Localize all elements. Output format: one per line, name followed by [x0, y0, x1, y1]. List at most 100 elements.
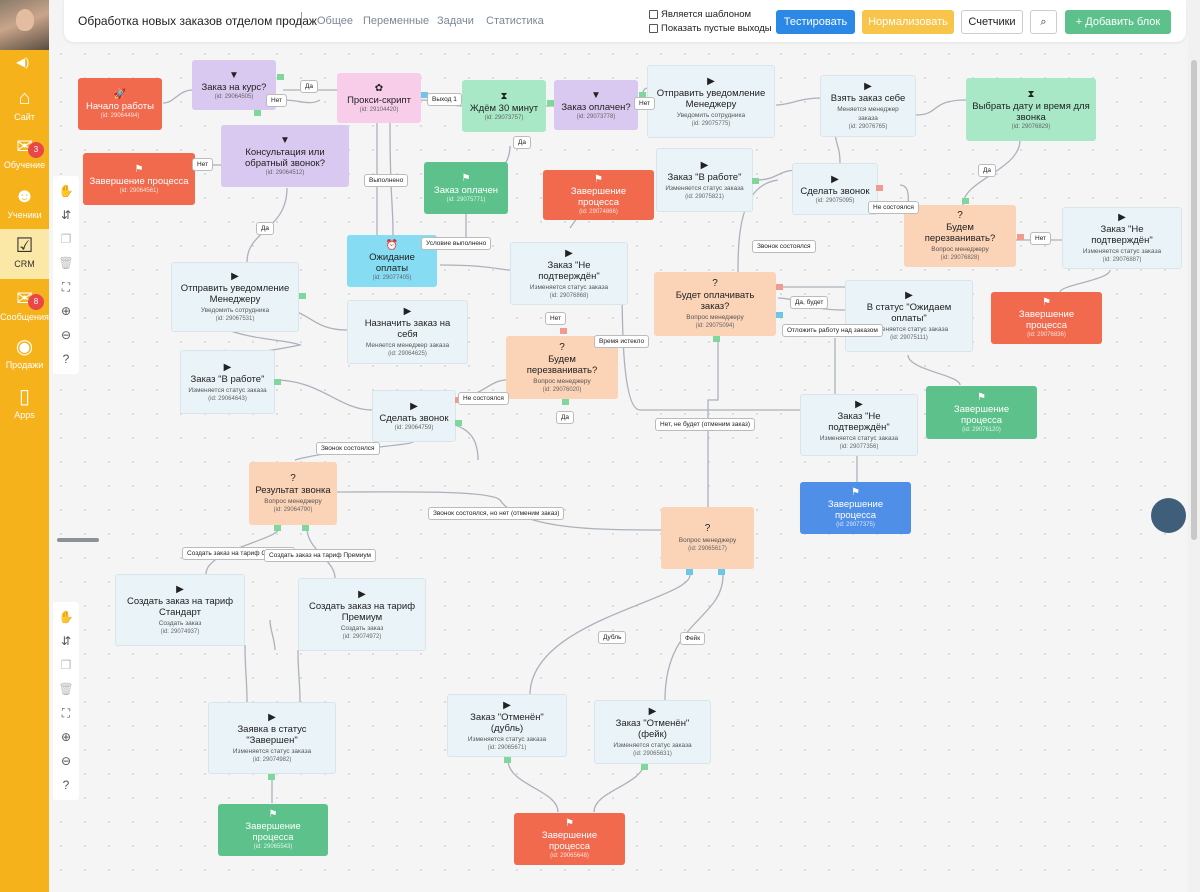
horizontal-scrollbar[interactable] [57, 538, 99, 542]
flow-node[interactable]: ? Результат звонка Вопрос менеджеру (id:… [249, 462, 337, 525]
flow-node[interactable]: ▶ Назначить заказ на себя Меняется менед… [347, 300, 468, 364]
zoom-in-icon[interactable]: ⊕ [60, 304, 72, 318]
output-port[interactable] [752, 178, 759, 184]
sidebar-item-messages[interactable]: ✉ 8 Сообщения [0, 287, 49, 323]
sidebar-item-apps[interactable]: ▯ Apps [0, 380, 49, 428]
tab-variables[interactable]: Переменные [363, 15, 430, 27]
output-port[interactable] [254, 110, 261, 116]
output-port[interactable] [302, 525, 309, 531]
output-port[interactable] [776, 284, 783, 290]
flow-node[interactable]: ⚑ Завершение процесса (id: 29076120) [926, 386, 1037, 439]
zoom-in-icon[interactable]: ⊕ [60, 730, 72, 744]
flow-node[interactable]: ▼ Заказ оплачен? (id: 29073778) [554, 80, 638, 130]
output-port[interactable] [876, 185, 883, 191]
output-port[interactable] [274, 525, 281, 531]
flow-node[interactable]: ▶ Заказ "Отменён" (дубль) Изменяется ста… [447, 694, 567, 757]
sidebar-item-crm[interactable]: ☑ CRM [0, 229, 49, 279]
avatar[interactable] [0, 0, 49, 50]
copy-icon[interactable]: ❐ [60, 232, 72, 246]
output-port[interactable] [560, 328, 567, 334]
output-port[interactable] [268, 774, 275, 780]
sidebar-item-sales[interactable]: ◉ Продажи [5, 335, 44, 371]
flow-node[interactable]: ▶ В статус "Ожидаем оплаты" Изменяется с… [845, 280, 973, 352]
trash-icon[interactable]: 🗑 [58, 256, 74, 270]
output-port[interactable] [962, 198, 969, 204]
normalize-button[interactable]: Нормализовать [862, 10, 954, 34]
copy-icon[interactable]: ❐ [60, 658, 72, 672]
output-port[interactable] [277, 74, 284, 80]
flow-node[interactable]: ▶ Заявка в статус "Завершен" Изменяется … [208, 702, 336, 774]
flow-node[interactable]: ▶ Создать заказ на тариф Премиум Создать… [298, 578, 426, 651]
flow-node[interactable]: ? Вопрос менеджеру (id: 29065617) [661, 507, 754, 569]
help-icon[interactable]: ? [62, 778, 70, 792]
output-port[interactable] [274, 379, 281, 385]
scrollbar-thumb[interactable] [1191, 60, 1197, 540]
output-port[interactable] [641, 764, 648, 770]
flow-node[interactable]: ✿ Прокси-скрипт (id: 29104420) [337, 73, 421, 123]
fullscreen-icon[interactable]: ⛶ [61, 705, 71, 720]
flow-node[interactable]: ▶ Заказ "Не подтверждён" Изменяется стат… [510, 242, 628, 305]
flow-node[interactable]: ▶ Заказ "В работе" Изменяется статус зак… [180, 350, 275, 414]
sidebar-item-learning[interactable]: ✉ 3 Обучение [3, 135, 46, 171]
speaker-icon[interactable]: ◀) [16, 55, 30, 69]
checkbox-box[interactable] [649, 24, 658, 33]
output-port[interactable] [504, 757, 511, 763]
tab-general[interactable]: Общее [317, 15, 354, 27]
zoom-out-icon[interactable]: ⊖ [60, 328, 72, 342]
flow-node[interactable]: ⧗ Ждём 30 минут (id: 29073757) [462, 80, 546, 132]
flow-node[interactable]: ▶ Сделать звонок (id: 29075095) [792, 163, 878, 215]
fullscreen-icon[interactable]: ⛶ [61, 279, 71, 294]
flow-node[interactable]: ▶ Заказ "В работе" Изменяется статус зак… [656, 148, 753, 212]
flow-node[interactable]: ? Будем перезванивать? Вопрос менеджеру … [904, 205, 1016, 267]
flow-node[interactable]: ⚑ Завершение процесса (id: 29064561) [83, 153, 195, 205]
flow-node[interactable]: ▶ Сделать звонок (id: 29064759) [372, 390, 456, 442]
output-port[interactable] [562, 399, 569, 405]
flow-node[interactable]: ▶ Заказ "Не подтверждён" Изменяется стат… [1062, 207, 1182, 269]
hand-icon[interactable]: ✋ [58, 184, 74, 198]
flow-icon[interactable]: ⇵ [60, 208, 72, 222]
flow-node[interactable]: ▶ Отправить уведомление Менеджеру Уведом… [171, 262, 299, 332]
output-port[interactable] [686, 569, 693, 575]
search-button[interactable]: ⌕ [1030, 10, 1057, 34]
tab-tasks[interactable]: Задачи [437, 15, 474, 27]
flow-icon[interactable]: ⇵ [60, 634, 72, 648]
flow-node[interactable]: ⚑ Завершение процесса (id: 29065648) [514, 813, 625, 865]
flow-node[interactable]: ⚑ Завершение процесса (id: 29074866) [543, 170, 654, 220]
tab-statistics[interactable]: Статистика [486, 15, 544, 27]
counters-button[interactable]: Счетчики [961, 10, 1023, 34]
flow-node[interactable]: ▶ Взять заказ себе Меняется менеджер зак… [820, 75, 916, 137]
sidebar-item-site[interactable]: ⌂ Сайт [0, 82, 49, 130]
flow-node[interactable]: ⚑ Завершение процесса (id: 29076836) [991, 292, 1102, 344]
flow-node[interactable]: ⚑ Завершение процесса (id: 29077375) [800, 482, 911, 534]
help-icon[interactable]: ? [62, 352, 70, 366]
flow-node[interactable]: ⚑ Завершение процесса (id: 29065543) [218, 804, 328, 856]
output-port[interactable] [299, 293, 306, 299]
output-port[interactable] [547, 100, 554, 106]
template-checkbox[interactable]: Является шаблоном [649, 9, 751, 20]
flow-node[interactable]: ▶ Заказ "Отменён" (фейк) Изменяется стат… [594, 700, 711, 764]
output-port[interactable] [718, 569, 725, 575]
flow-node[interactable]: ⚑ Заказ оплачен (id: 29075771) [424, 162, 508, 214]
flow-node[interactable]: ▼ Заказ на курс? (id: 29064505) [192, 60, 276, 110]
output-port[interactable] [421, 92, 428, 98]
output-port[interactable] [455, 420, 462, 426]
vertical-scrollbar[interactable] [1188, 0, 1200, 892]
flow-node[interactable]: ⧗ Выбрать дату и время для звонка (id: 2… [966, 78, 1096, 141]
checkbox-box[interactable] [649, 10, 658, 19]
output-port[interactable] [713, 336, 720, 342]
empty-outputs-checkbox[interactable]: Показать пустые выходы [649, 23, 772, 34]
floating-action-button[interactable] [1151, 498, 1186, 533]
output-port[interactable] [1017, 234, 1024, 240]
output-port[interactable] [639, 92, 646, 98]
sidebar-item-students[interactable]: ☻ Ученики [7, 184, 42, 221]
add-block-button[interactable]: + Добавить блок [1065, 10, 1171, 34]
flow-node[interactable]: ▶ Заказ "Не подтверждён" Изменяется стат… [800, 394, 918, 456]
flow-node[interactable]: ▶ Создать заказ на тариф Стандарт Создат… [115, 574, 245, 646]
trash-icon[interactable]: 🗑 [58, 682, 74, 696]
flow-node[interactable]: 🚀 Начало работы (id: 29064494) [78, 78, 162, 130]
flow-node[interactable]: ? Будет оплачивать заказ? Вопрос менедже… [654, 272, 776, 336]
test-button[interactable]: Тестировать [776, 10, 855, 34]
zoom-out-icon[interactable]: ⊖ [60, 754, 72, 768]
hand-icon[interactable]: ✋ [58, 610, 74, 624]
flow-node[interactable]: ▶ Отправить уведомление Менеджеру Уведом… [647, 65, 775, 138]
